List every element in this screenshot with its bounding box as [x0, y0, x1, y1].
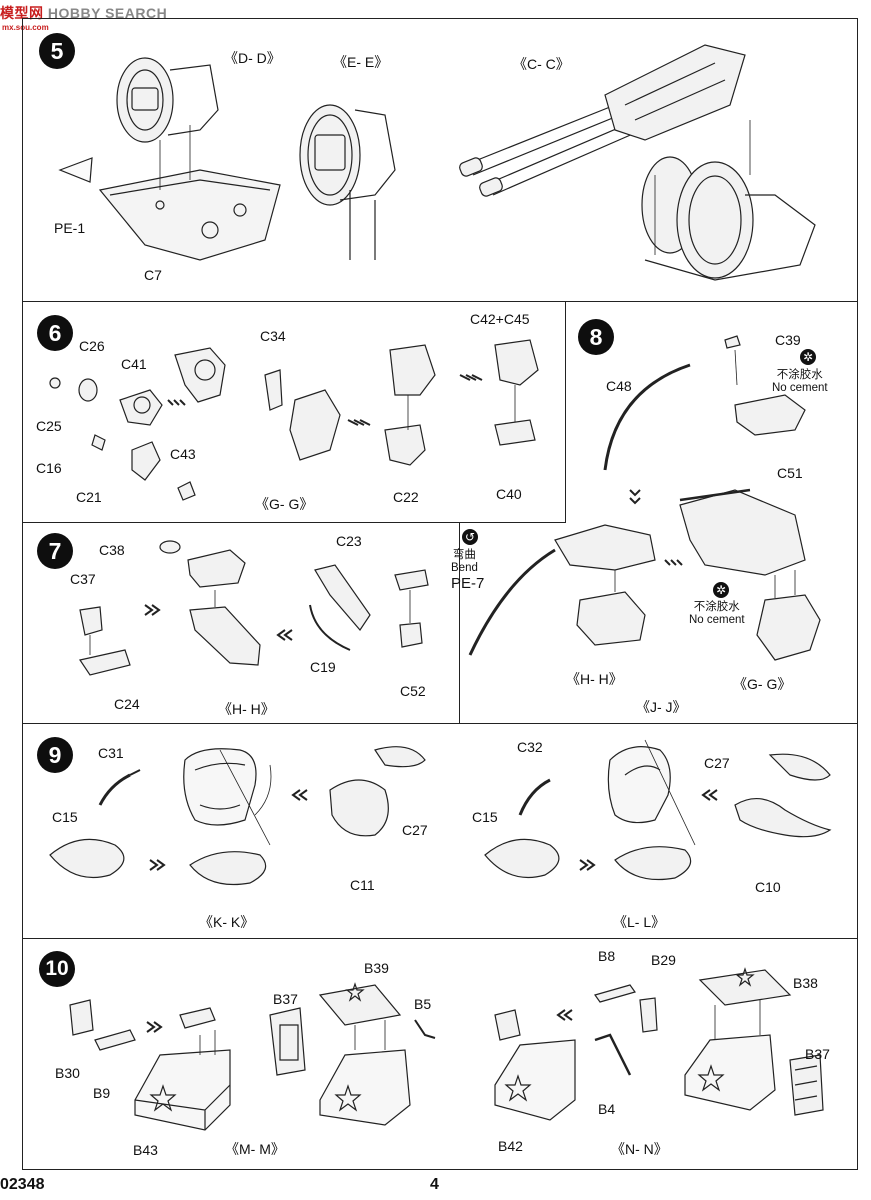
- part-c15-a: C15: [52, 809, 78, 825]
- part-c26: C26: [79, 338, 105, 354]
- section-gg-8: 《G- G》: [733, 676, 792, 692]
- divider-step7-8: [459, 522, 460, 723]
- step-7-badge: 7: [37, 533, 73, 569]
- part-c34: C34: [260, 328, 286, 344]
- section-gg-6: 《G- G》: [255, 496, 314, 512]
- watermark-cn: 模型网: [0, 5, 44, 21]
- part-c21: C21: [76, 489, 102, 505]
- part-c31: C31: [98, 745, 124, 761]
- part-c16: C16: [36, 460, 62, 476]
- step5-gun-mount-drawing: [455, 25, 840, 290]
- product-code: 02348: [0, 1176, 45, 1193]
- part-b42: B42: [498, 1138, 523, 1154]
- divider-step6: [22, 522, 565, 523]
- part-b43: B43: [133, 1142, 158, 1158]
- no-cement-note-1-en: No cement: [772, 382, 828, 395]
- no-cement-icon-2: ✲: [713, 582, 729, 598]
- part-pe1: PE-1: [54, 220, 86, 236]
- step-5-badge: 5: [39, 33, 75, 69]
- section-hh-7: 《H- H》: [218, 701, 275, 717]
- no-cement-icon-1: ✲: [800, 349, 816, 365]
- part-c51: C51: [777, 465, 803, 481]
- part-b29: B29: [651, 952, 676, 968]
- part-b4: B4: [598, 1101, 616, 1117]
- part-c40: C40: [496, 486, 522, 502]
- part-c25: C25: [36, 418, 62, 434]
- part-b39: B39: [364, 960, 389, 976]
- step-8-badge: 8: [578, 319, 614, 355]
- part-b30: B30: [55, 1065, 80, 1081]
- section-ll: 《L- L》: [613, 914, 666, 930]
- no-cement-note-2-cn: 不涂胶水: [693, 601, 740, 613]
- part-c27-b: C27: [704, 755, 730, 771]
- part-c38: C38: [99, 542, 125, 558]
- part-c41: C41: [121, 356, 147, 372]
- page-number: 4: [430, 1176, 439, 1193]
- no-cement-note-1: 不涂胶水 No cement: [772, 369, 828, 395]
- step-9-badge: 9: [37, 737, 73, 773]
- watermark-en: HOBBY SEARCH: [47, 5, 168, 21]
- part-c11: C11: [350, 877, 375, 893]
- step9-seat-drawing: [40, 735, 840, 905]
- step10-ammo-box-drawing: [55, 960, 835, 1150]
- step7-drawing: [60, 535, 445, 695]
- part-b37-b: B37: [805, 1046, 830, 1062]
- section-dd: 《D- D》: [224, 50, 281, 66]
- no-cement-note-2: 不涂胶水 No cement: [689, 601, 745, 627]
- bend-icon: ↺: [462, 529, 478, 545]
- section-kk: 《K- K》: [199, 914, 255, 930]
- no-cement-note-2-en: No cement: [689, 614, 745, 627]
- part-b8: B8: [598, 948, 616, 964]
- section-cc: 《C- C》: [513, 56, 570, 72]
- part-c48: C48: [606, 378, 632, 394]
- part-c39: C39: [775, 332, 801, 348]
- divider-step5: [22, 301, 858, 302]
- watermark: 模型网 HOBBY SEARCH: [0, 3, 167, 23]
- part-c27-a: C27: [402, 822, 428, 838]
- step5-turret-base-drawing: [50, 40, 470, 290]
- part-b37-a: B37: [273, 991, 298, 1007]
- no-cement-note-1-cn: 不涂胶水: [776, 369, 823, 381]
- bend-note-cn: 弯曲: [452, 549, 476, 561]
- bend-note-en: Bend: [451, 562, 478, 575]
- part-c15-b: C15: [472, 809, 498, 825]
- part-c37: C37: [70, 571, 96, 587]
- part-b9: B9: [93, 1085, 111, 1101]
- watermark-url: mx.sou.com: [2, 23, 49, 32]
- part-c52: C52: [400, 683, 426, 699]
- part-c10: C10: [755, 879, 781, 895]
- part-b5: B5: [414, 996, 432, 1012]
- step6-drawing: [40, 330, 560, 510]
- section-hh-8: 《H- H》: [566, 671, 623, 687]
- step-6-badge: 6: [37, 315, 73, 351]
- divider-step9: [22, 938, 858, 939]
- step-10-badge: 10: [39, 951, 75, 987]
- section-jj: 《J- J》: [636, 699, 687, 715]
- section-nn: 《N- N》: [611, 1141, 668, 1157]
- part-c19: C19: [310, 659, 336, 675]
- section-mm: 《M- M》: [225, 1141, 285, 1157]
- divider-step7: [22, 723, 858, 724]
- bend-note: 弯曲 Bend: [451, 549, 478, 575]
- instruction-frame: [22, 18, 858, 1170]
- section-ee: 《E- E》: [333, 54, 389, 70]
- part-pe7: PE-7: [451, 575, 485, 592]
- step8-drawing: [465, 330, 855, 710]
- part-c42-c45: C42+C45: [470, 311, 530, 327]
- part-c7: C7: [144, 267, 162, 283]
- part-c43: C43: [170, 446, 196, 462]
- part-c22: C22: [393, 489, 419, 505]
- part-b38: B38: [793, 975, 818, 991]
- part-c32: C32: [517, 739, 543, 755]
- part-c24: C24: [114, 696, 140, 712]
- part-c23: C23: [336, 533, 362, 549]
- divider-step6-8: [565, 301, 566, 523]
